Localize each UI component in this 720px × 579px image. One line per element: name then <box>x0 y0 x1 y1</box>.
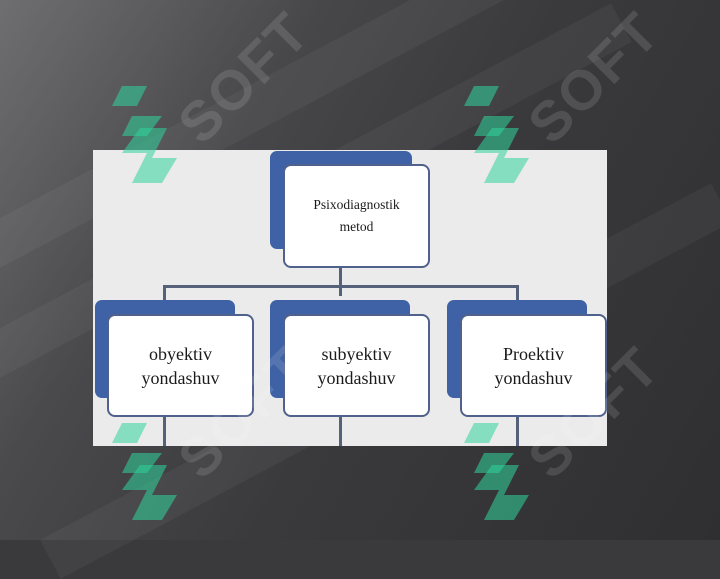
child-node-label: obyektiv yondashuv <box>141 343 220 388</box>
connector-left-down <box>163 285 166 301</box>
green-s-logo-icon <box>464 86 529 183</box>
child-node-label: subyektiv yondashuv <box>317 343 396 388</box>
child-node-subjective: subyektiv yondashuv <box>283 314 430 417</box>
green-s-logo-icon <box>464 423 529 520</box>
connector-right-down <box>516 285 519 301</box>
root-node-label: Psixodiagnostik metod <box>313 197 400 234</box>
child-node-label: Proektiv yondashuv <box>494 343 573 388</box>
child-node-projective: Proektiv yondashuv <box>460 314 607 417</box>
child-node-objective: obyektiv yondashuv <box>107 314 254 417</box>
green-s-logo-icon <box>112 423 177 520</box>
green-s-logo-icon <box>112 86 177 183</box>
connector-right-tail <box>516 416 519 446</box>
connector-left-tail <box>163 416 166 446</box>
connector-root-down <box>339 266 342 296</box>
diagram-panel: Psixodiagnostik metod obyektiv yondashuv… <box>93 150 607 446</box>
root-node: Psixodiagnostik metod <box>283 164 430 268</box>
connector-horizontal <box>163 285 518 288</box>
connector-middle-tail <box>339 416 342 446</box>
